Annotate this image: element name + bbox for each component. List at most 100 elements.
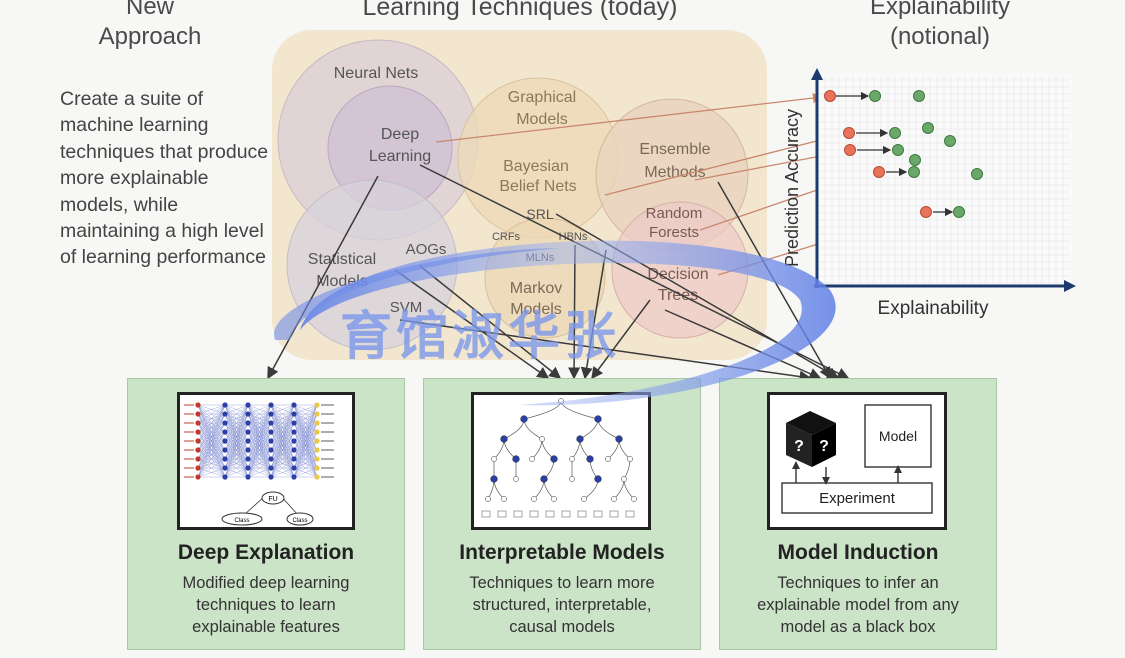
network-node (245, 465, 251, 471)
label-aogs: AOGs (406, 241, 447, 258)
label-deep-1: Deep (381, 126, 419, 143)
desc-line: model as a black box (780, 618, 936, 636)
network-node (291, 474, 297, 480)
red-dot (824, 90, 836, 102)
green-dot (913, 90, 925, 102)
network-node (195, 429, 201, 435)
explainability-header: Explainability (notional) (820, 0, 1060, 52)
network-node (245, 438, 251, 444)
label-ensemble-1: Ensemble (639, 141, 710, 158)
new-approach-line1: New (125, 0, 174, 20)
network-node (268, 420, 274, 426)
network-node (195, 420, 201, 426)
network-node (245, 474, 251, 480)
label-graphical-1: Graphical (508, 89, 576, 106)
desc-line: explainable features (192, 618, 340, 636)
tree-node (558, 398, 564, 404)
tree-node (512, 455, 520, 463)
tree-node (594, 415, 602, 423)
label-random-2: Forests (649, 224, 699, 241)
network-node (195, 474, 201, 480)
green-dot (971, 168, 983, 180)
model-induction-panel: ? ? Model Experiment Model Induction Tec… (719, 378, 997, 650)
network-node (268, 411, 274, 417)
network-node (268, 438, 274, 444)
tree-node (513, 476, 519, 482)
tree-leaf (593, 510, 603, 518)
label-decision-1: Decision (647, 266, 708, 283)
chart-row-1 (824, 90, 925, 102)
network-node (195, 438, 201, 444)
green-dot (889, 127, 901, 139)
network-node (314, 420, 320, 426)
network-node (291, 456, 297, 462)
green-dot (908, 166, 920, 178)
network-node (268, 429, 274, 435)
class-label-2: Class (292, 518, 307, 524)
chart-y-arrow (811, 68, 823, 80)
network-node (314, 474, 320, 480)
tree-leaf (625, 510, 635, 518)
green-dot (944, 135, 956, 147)
tree-node (531, 496, 537, 502)
network-node (222, 465, 228, 471)
network-node (291, 429, 297, 435)
chart-plot-area (817, 74, 1072, 284)
black-box-cube-icon: ? ? (786, 411, 836, 467)
interpretable-models-image (471, 392, 651, 530)
green-dot (922, 122, 934, 134)
label-srl: SRL (526, 206, 553, 222)
desc-line: Techniques to infer an (777, 574, 939, 592)
deep-explanation-panel: FU Class Class Deep Explanation Modified… (127, 378, 405, 650)
network-node (222, 456, 228, 462)
green-dot (953, 206, 965, 218)
tree-node (501, 496, 507, 502)
chart-row-4 (873, 166, 983, 180)
network-node (245, 420, 251, 426)
tree-leaf (561, 510, 571, 518)
green-dot (909, 154, 921, 166)
connector-deep-learning (435, 92, 824, 143)
tree-node (605, 456, 611, 462)
network-node (291, 402, 297, 408)
network-node (314, 402, 320, 408)
network-node (268, 447, 274, 453)
model-induction-title: Model Induction (777, 541, 939, 564)
label-hbns: HBNs (559, 231, 588, 243)
chart-row-5 (920, 206, 965, 218)
tree-node (569, 456, 575, 462)
deep-explanation-desc: Modified deep learning techniques to lea… (128, 572, 404, 638)
network-node (245, 447, 251, 453)
new-approach-header: New Approach (60, 0, 240, 52)
interpretable-models-desc: Techniques to learn more structured, int… (424, 572, 700, 638)
new-approach-line2: Approach (98, 23, 202, 50)
label-crfs: CRFs (492, 231, 521, 243)
tree-node (550, 455, 558, 463)
network-node (268, 402, 274, 408)
network-node (195, 402, 201, 408)
desc-line: techniques to learn (196, 596, 336, 614)
network-node (314, 447, 320, 453)
network-node (245, 456, 251, 462)
green-dot (892, 144, 904, 156)
tree-node (520, 415, 528, 423)
tree-node (529, 456, 535, 462)
label-random-1: Random (646, 205, 703, 222)
question-mark: ? (794, 438, 804, 455)
label-graphical-2: Models (516, 111, 568, 128)
model-box (864, 404, 932, 468)
network-node (222, 411, 228, 417)
tree-leaf (577, 510, 587, 518)
label-decision-2: Trees (658, 287, 698, 304)
label-statistical-1: Statistical (308, 251, 376, 268)
tree-node (569, 476, 575, 482)
network-node (291, 447, 297, 453)
network-node (195, 465, 201, 471)
tree-node (491, 456, 497, 462)
network-node (222, 438, 228, 444)
interpretable-models-panel: Interpretable Models Techniques to learn… (423, 378, 701, 650)
green-dot (869, 90, 881, 102)
tree-node (581, 496, 587, 502)
model-induction-image: ? ? Model Experiment (767, 392, 947, 530)
learning-techniques-header: Learning Techniques (today) (362, 0, 678, 21)
